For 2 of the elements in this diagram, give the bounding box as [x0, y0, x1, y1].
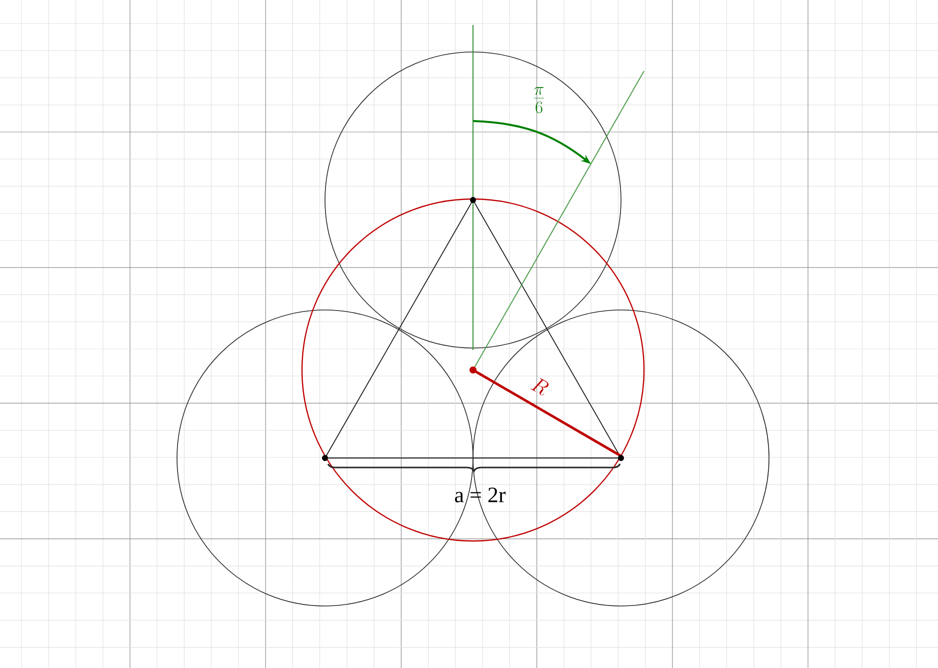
radius-label: $R$ [530, 378, 549, 396]
angle-label: $\frac{\pi}{6}$ [534, 87, 544, 114]
